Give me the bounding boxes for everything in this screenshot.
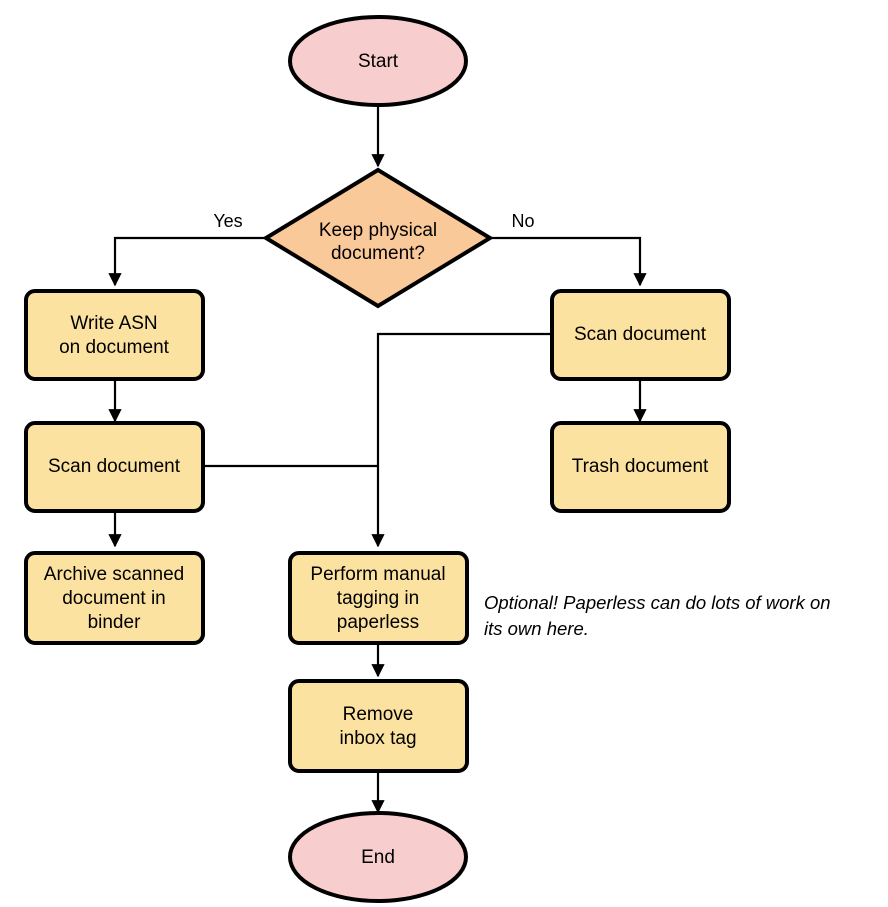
edge-scan-right-to-tagging [371, 332, 552, 548]
node-trash-document[interactable]: Trash document [550, 421, 731, 513]
node-start[interactable]: Start [288, 15, 468, 107]
remove-inbox-tag-label-line2: inbox tag [339, 728, 416, 749]
optional-note-line1: Optional! Paperless can do lots of work … [484, 592, 831, 613]
annotation-optional-note: Optional! Paperless can do lots of work … [484, 592, 831, 639]
node-decision-keep-physical-document[interactable]: Keep physical document? [262, 167, 494, 309]
tagging-label-line3: paperless [337, 612, 419, 633]
node-end[interactable]: End [288, 811, 468, 903]
decision-diamond-shape [262, 167, 494, 309]
end-terminator-shape [288, 811, 468, 903]
node-perform-manual-tagging[interactable]: Perform manual tagging in paperless [288, 551, 469, 645]
trash-document-label: Trash document [572, 456, 709, 477]
node-archive-scanned-document[interactable]: Archive scanned document in binder [24, 551, 205, 645]
edge-label-yes: Yes [213, 211, 242, 231]
write-asn-box-shape [24, 289, 205, 381]
tagging-label-line1: Perform manual [310, 564, 445, 585]
archive-label-line2: document in [62, 588, 166, 609]
optional-note-line2: its own here. [484, 618, 589, 639]
archive-box-shape [24, 551, 205, 645]
decision-label-line1: Keep physical [319, 220, 437, 241]
edge-label-no: No [511, 211, 534, 231]
start-label: Start [358, 51, 399, 72]
decision-label-line2: document? [331, 243, 425, 264]
tagging-box-shape [288, 551, 469, 645]
end-label: End [361, 847, 395, 868]
scan-document-right-box-shape [550, 289, 731, 381]
trash-document-box-shape [550, 421, 731, 513]
node-scan-document-right[interactable]: Scan document [550, 289, 731, 381]
node-write-asn[interactable]: Write ASN on document [24, 289, 205, 381]
edge-decision-yes-to-write-asn [108, 236, 266, 287]
remove-inbox-tag-box-shape [288, 679, 469, 773]
scan-document-left-label: Scan document [48, 456, 181, 477]
tagging-label-line2: tagging in [337, 588, 419, 609]
start-terminator-shape [288, 15, 468, 107]
write-asn-label-line2: on document [59, 337, 170, 358]
write-asn-label-line1: Write ASN [70, 313, 157, 334]
node-remove-inbox-tag[interactable]: Remove inbox tag [288, 679, 469, 773]
archive-label-line1: Archive scanned [44, 564, 184, 585]
scan-document-right-label: Scan document [574, 324, 707, 345]
remove-inbox-tag-label-line1: Remove [343, 704, 414, 725]
node-scan-document-left[interactable]: Scan document [24, 421, 205, 513]
scan-document-left-box-shape [24, 421, 205, 513]
edge-decision-no-to-scan-right [490, 236, 647, 287]
connector-layer [108, 103, 647, 814]
archive-label-line3: binder [88, 612, 141, 633]
